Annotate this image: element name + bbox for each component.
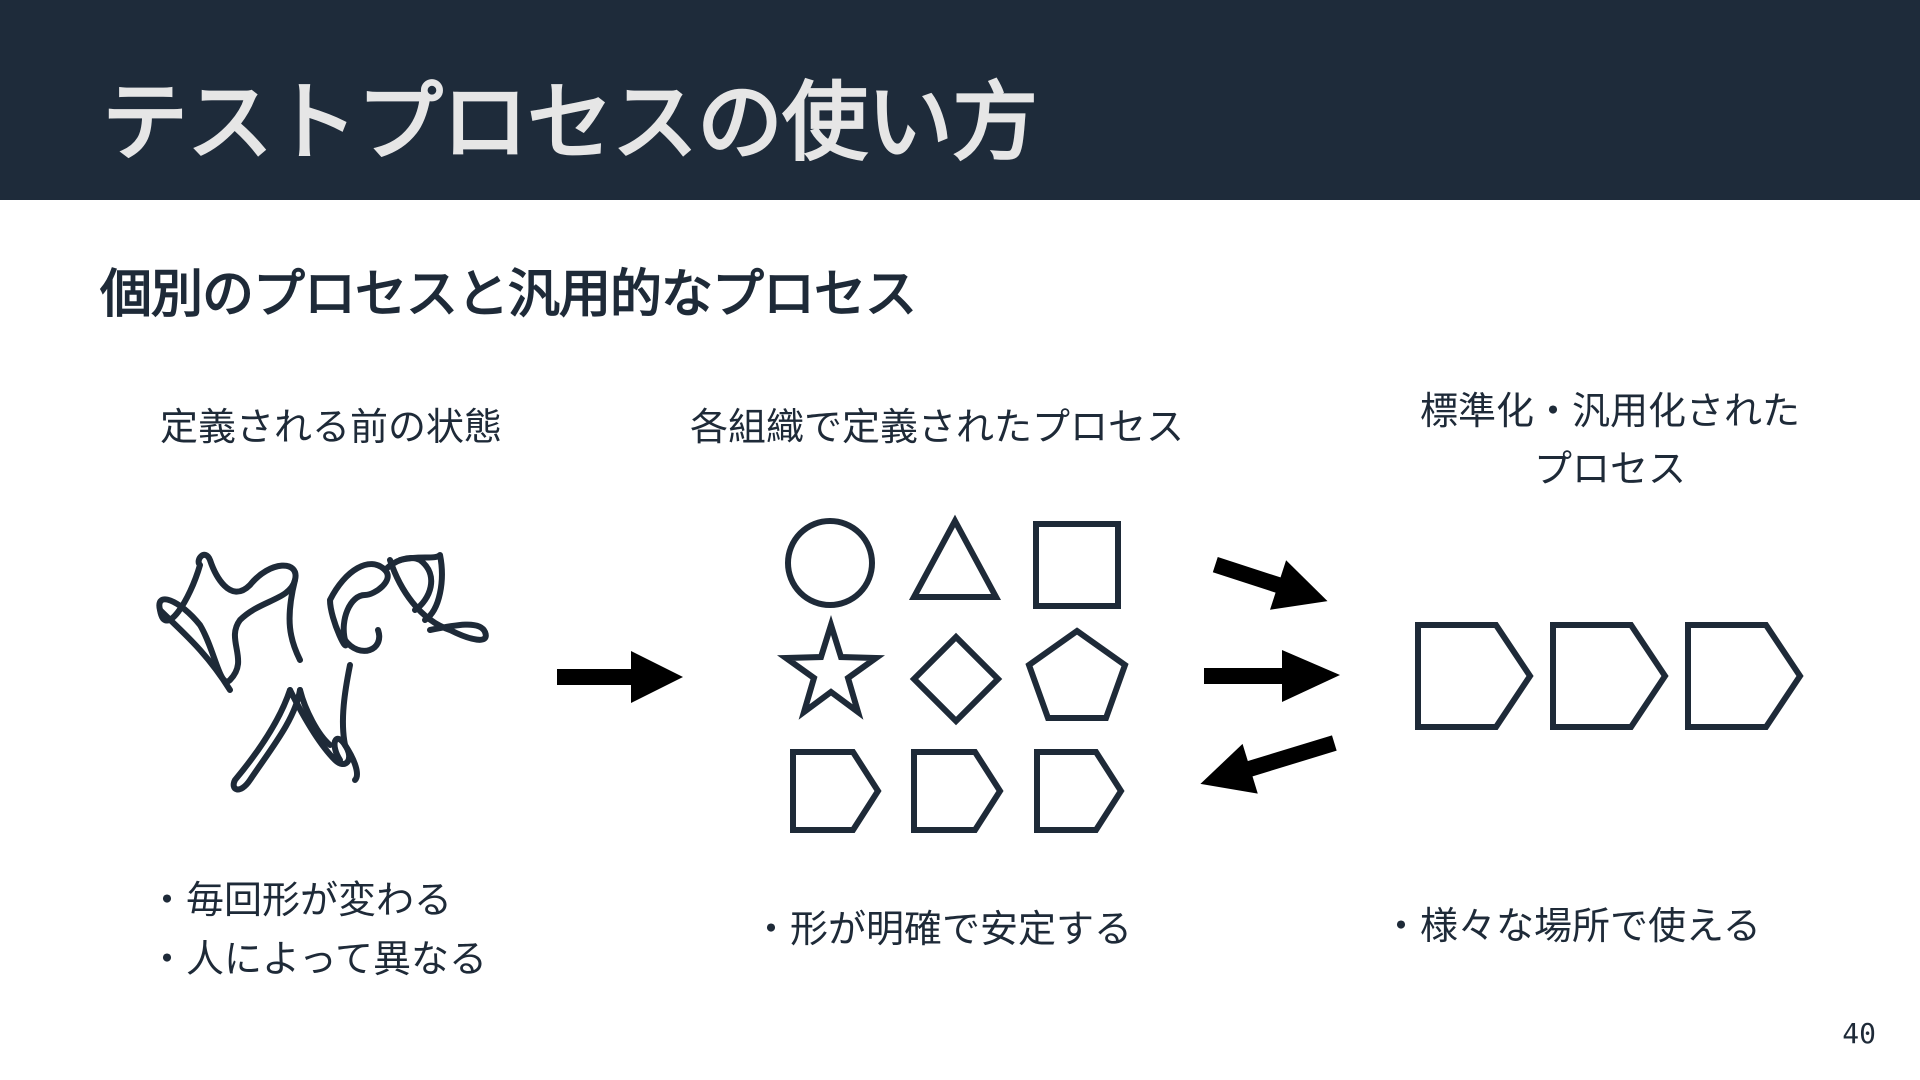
chevron-pentagon-icon bbox=[790, 749, 882, 833]
circle-icon bbox=[785, 518, 875, 608]
chevron-pentagon-icon bbox=[1415, 622, 1534, 730]
square-icon bbox=[1033, 521, 1121, 609]
chevron-pentagon-icon bbox=[1034, 749, 1125, 833]
triangle-icon bbox=[908, 514, 1002, 600]
column-heading-undefined: 定義される前の状態 bbox=[160, 405, 503, 449]
pentagon-icon bbox=[1025, 627, 1129, 721]
bullet-item: ・毎回形が変わる bbox=[148, 878, 453, 922]
title-bar bbox=[0, 0, 1920, 200]
bullet-item: ・形が明確で安定する bbox=[752, 907, 1133, 951]
slide-title: テストプロセスの使い方 bbox=[102, 73, 1038, 173]
column-heading-defined: 各組織で定義されたプロセス bbox=[690, 405, 1185, 449]
page-number: 40 bbox=[1842, 1017, 1876, 1050]
chevron-pentagon-icon bbox=[911, 749, 1004, 833]
column-heading-standardized: 標準化・汎用化された プロセス bbox=[1405, 382, 1815, 498]
arrow-left-icon bbox=[1200, 735, 1337, 794]
arrow-right-icon bbox=[1212, 557, 1328, 610]
diamond-icon bbox=[909, 632, 1003, 726]
star-icon bbox=[776, 614, 886, 720]
arrow-right-icon bbox=[557, 651, 683, 703]
arrow-right-icon bbox=[1204, 650, 1340, 702]
bullet-item: ・人によって異なる bbox=[148, 937, 487, 981]
chevron-pentagon-icon bbox=[1550, 622, 1669, 730]
slide-subtitle: 個別のプロセスと汎用的なプロセス bbox=[100, 265, 917, 325]
bullet-item: ・様々な場所で使える bbox=[1382, 904, 1761, 948]
scribble-icon bbox=[156, 551, 489, 793]
column-heading-standardized-line2: プロセス bbox=[1533, 447, 1686, 491]
column-heading-standardized-line1: 標準化・汎用化された bbox=[1419, 389, 1800, 433]
chevron-pentagon-icon bbox=[1685, 622, 1804, 730]
